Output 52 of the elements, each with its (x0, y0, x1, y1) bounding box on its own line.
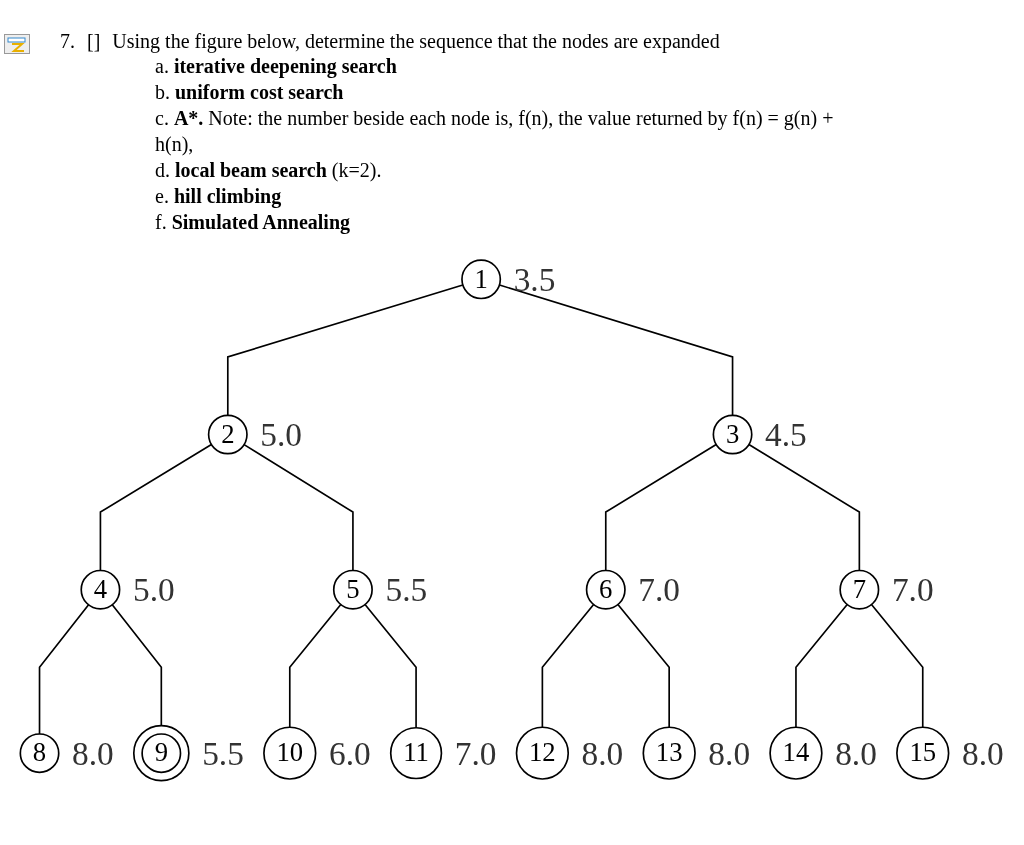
node-circle: 6 (585, 569, 626, 610)
f-value: 8.0 (961, 734, 1004, 772)
tree-edge (617, 603, 670, 729)
list-item: e. hill climbing (155, 184, 283, 209)
f-value: 4.5 (765, 416, 807, 454)
node-circle: 4 (80, 569, 121, 610)
list-item: f. Simulated Annealing (155, 210, 352, 235)
f-value: 5.0 (260, 416, 303, 454)
node-circle: 5 (332, 569, 373, 610)
tree-edge (604, 443, 718, 572)
tree-edge (364, 603, 417, 729)
tree-edge (748, 443, 861, 572)
node-circle: 14 (769, 726, 823, 780)
f-value: 7.0 (891, 571, 934, 609)
node-circle: 7 (839, 569, 880, 610)
node-circle: 15 (896, 726, 950, 780)
tree-edge (111, 603, 163, 727)
f-value: 7.0 (454, 734, 497, 772)
f-value: 5.5 (202, 734, 244, 772)
f-value: 3.5 (513, 261, 556, 298)
f-value: 8.0 (835, 734, 877, 772)
tree-edge (38, 603, 90, 735)
list-item: b. uniform cost search (155, 80, 345, 105)
f-value: 5.0 (132, 571, 175, 609)
f-value: 8.0 (72, 734, 114, 772)
list-item: d. local beam search (k=2). (155, 158, 383, 183)
f-value: 8.0 (581, 734, 624, 772)
node-circle: 13 (642, 726, 696, 780)
goal-double-circle: 9 (132, 724, 190, 782)
node-circle: 10 (263, 726, 317, 780)
tree-edge (288, 603, 342, 729)
tree-edge (226, 284, 464, 417)
question-text: Using the figure below, determine the sequence that the nodes are expanded (112, 30, 720, 53)
tree-edge (870, 603, 924, 729)
tree-edge (541, 603, 595, 729)
f-value: 5.5 (385, 571, 428, 609)
node-circle: 2 (207, 414, 248, 455)
f-value: 7.0 (638, 571, 680, 609)
question-number: 7. (60, 30, 75, 53)
node-circle: 1 (461, 259, 502, 300)
f-value: 6.0 (329, 734, 371, 772)
node-circle: 8 (19, 733, 60, 774)
tree-edge (795, 603, 849, 729)
tree-edge (498, 284, 734, 417)
node-circle: 12 (515, 726, 570, 780)
f-value: 8.0 (708, 734, 751, 772)
checkbox-mark: [] (87, 30, 101, 53)
tree-edge (99, 443, 213, 572)
tree-edge (243, 443, 354, 572)
node-circle: 11 (389, 726, 443, 780)
list-item: a. iterative deepening search (155, 54, 398, 79)
node-circle: 3 (712, 414, 753, 455)
